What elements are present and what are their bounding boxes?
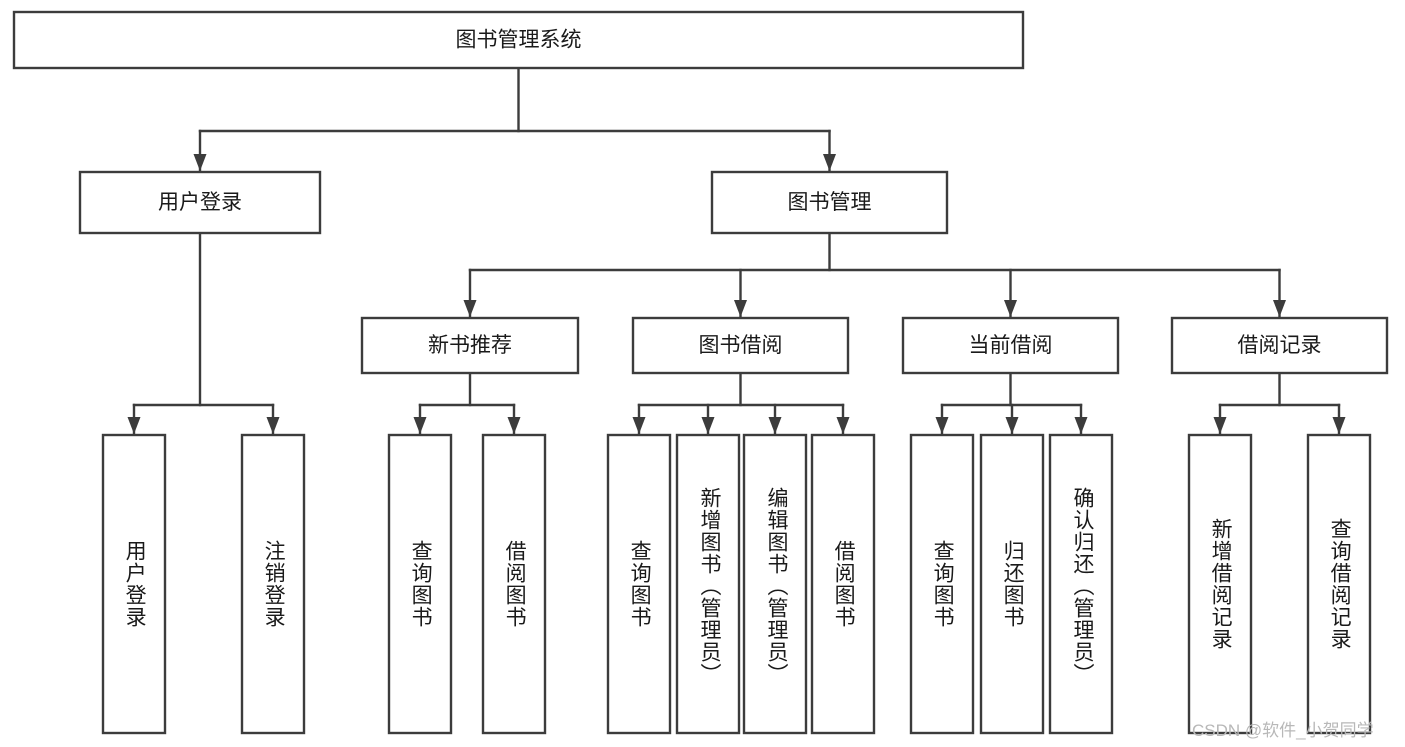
arrow-head-icon bbox=[734, 300, 747, 317]
node-box-leaf-1 bbox=[240, 433, 306, 735]
arrow-head-icon bbox=[193, 154, 207, 171]
node-box-leaf-10 bbox=[1048, 433, 1114, 735]
node-box-leaf-11 bbox=[1187, 433, 1253, 735]
node-box-leaf-6 bbox=[742, 433, 808, 735]
node-box-leaf-9 bbox=[979, 433, 1045, 735]
arrow-head-icon bbox=[266, 417, 280, 434]
connector-layer bbox=[127, 66, 1346, 436]
node-box-leaf-8 bbox=[909, 433, 975, 735]
arrow-head-icon bbox=[463, 300, 477, 317]
node-box-leaf-3 bbox=[481, 433, 547, 735]
arrow-head-icon bbox=[632, 417, 646, 434]
node-label-level2-2: 当前借阅 bbox=[969, 334, 1053, 357]
arrow-head-icon bbox=[127, 417, 141, 434]
node-box-leaf-7 bbox=[810, 433, 876, 735]
arrow-head-icon bbox=[1005, 417, 1019, 434]
node-box-leaf-4 bbox=[606, 433, 672, 735]
node-label-root: 图书管理系统 bbox=[456, 29, 582, 52]
arrow-head-icon bbox=[413, 417, 427, 434]
node-label-level2-0: 新书推荐 bbox=[428, 334, 512, 357]
node-label-level2-1: 图书借阅 bbox=[699, 334, 783, 357]
node-box-layer bbox=[12, 10, 1389, 735]
node-box-leaf-0 bbox=[101, 433, 167, 735]
arrow-head-icon bbox=[701, 417, 715, 434]
node-box-level2-0 bbox=[360, 316, 580, 375]
arrow-head-icon bbox=[1004, 300, 1017, 317]
node-box-level1-0 bbox=[78, 170, 322, 235]
arrow-head-icon bbox=[768, 417, 782, 434]
arrow-head-icon bbox=[507, 417, 521, 434]
csdn-watermark: CSDN @软件_小贺同学 bbox=[1192, 721, 1374, 740]
arrow-head-icon bbox=[1332, 417, 1346, 434]
arrow-head-icon bbox=[1273, 300, 1286, 317]
arrow-head-icon bbox=[1213, 417, 1227, 434]
node-box-level1-1 bbox=[710, 170, 949, 235]
node-box-level2-3 bbox=[1170, 316, 1389, 375]
node-label-level2-3: 借阅记录 bbox=[1238, 334, 1322, 357]
node-box-level2-1 bbox=[631, 316, 850, 375]
node-label-level1-1: 图书管理 bbox=[788, 191, 872, 214]
arrow-head-icon bbox=[1074, 417, 1088, 434]
node-box-leaf-5 bbox=[675, 433, 741, 735]
arrow-head-icon bbox=[935, 417, 949, 434]
node-box-level2-2 bbox=[901, 316, 1120, 375]
node-box-leaf-12 bbox=[1306, 433, 1372, 735]
node-box-leaf-2 bbox=[387, 433, 453, 735]
node-box-root bbox=[12, 10, 1025, 70]
arrow-head-icon bbox=[836, 417, 850, 434]
arrow-head-icon bbox=[823, 154, 836, 171]
node-label-level1-0: 用户登录 bbox=[158, 191, 242, 214]
